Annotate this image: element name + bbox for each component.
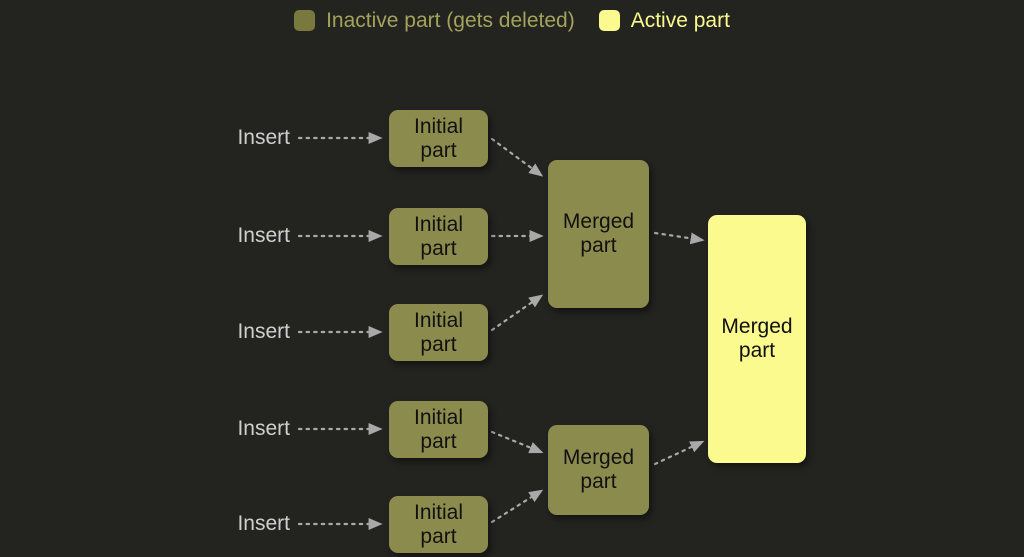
arrow-merged1-final [653, 231, 705, 245]
node-line-1: Initial [413, 212, 464, 236]
node-line-1: Initial [413, 405, 464, 429]
node-line-2: part [420, 236, 457, 260]
insert-label-5: Insert [237, 512, 290, 535]
insert-label-2: Insert [237, 224, 290, 247]
node-initial-part-1[interactable]: Initial part [389, 110, 488, 167]
arrow-initial3-merged1 [490, 294, 544, 332]
node-line-1: Initial [413, 500, 464, 524]
node-line-2: part [420, 524, 457, 548]
node-initial-part-1-label: Initial part [414, 115, 463, 162]
arrow-merged2-final [653, 440, 705, 466]
node-line-1: Merged [721, 315, 793, 339]
insert-label-1: Insert [237, 126, 290, 149]
node-merged-part-1[interactable]: Merged part [548, 160, 649, 308]
node-line-1: Initial [413, 114, 464, 138]
insert-label-3: Insert [237, 320, 290, 343]
node-line-1: Merged [562, 446, 635, 470]
node-line-2: part [738, 339, 776, 362]
node-line-2: part [420, 332, 457, 356]
arrow-initial5-merged2 [490, 489, 544, 524]
node-initial-part-4-label: Initial part [414, 406, 463, 453]
node-merged-part-1-label: Merged part [563, 210, 634, 257]
node-initial-part-2-label: Initial part [414, 213, 463, 260]
arrow-initial4-merged2 [490, 430, 544, 454]
node-merged-part-2[interactable]: Merged part [548, 425, 649, 515]
node-merged-part-final-label: Merged part [721, 315, 792, 362]
node-initial-part-2[interactable]: Initial part [389, 208, 488, 265]
node-line-1: Initial [413, 308, 464, 332]
node-initial-part-4[interactable]: Initial part [389, 401, 488, 458]
node-line-2: part [420, 138, 457, 162]
node-initial-part-5-label: Initial part [414, 501, 463, 548]
node-initial-part-3[interactable]: Initial part [389, 304, 488, 361]
node-initial-part-5[interactable]: Initial part [389, 496, 488, 553]
node-line-2: part [580, 470, 617, 493]
node-line-2: part [420, 429, 457, 453]
node-line-1: Merged [562, 210, 635, 234]
node-merged-part-final[interactable]: Merged part [708, 215, 806, 463]
node-line-2: part [580, 234, 617, 257]
node-initial-part-3-label: Initial part [414, 309, 463, 356]
node-merged-part-2-label: Merged part [563, 446, 634, 493]
arrow-initial1-merged1 [490, 137, 544, 177]
insert-label-4: Insert [237, 417, 290, 440]
